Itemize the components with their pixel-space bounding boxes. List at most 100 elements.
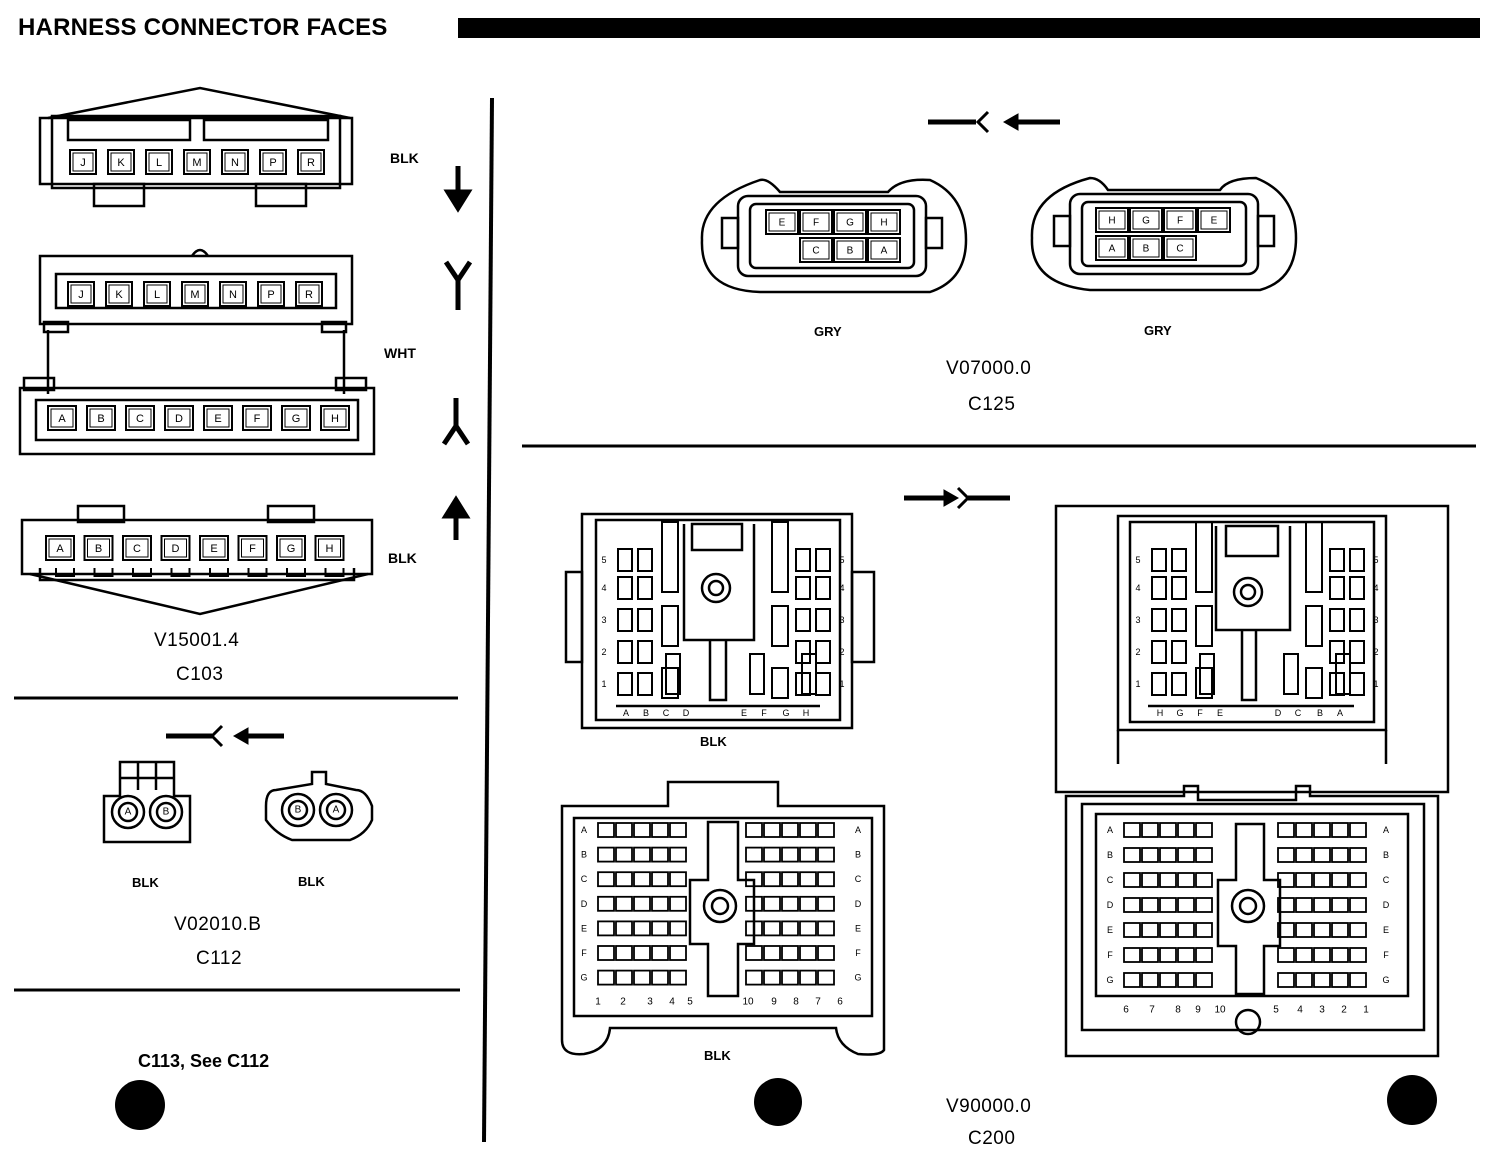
row-letter: E: [581, 923, 587, 933]
cavity: [617, 576, 633, 600]
pin-label: G: [846, 218, 854, 229]
cavity: [1151, 640, 1167, 664]
column-number: 7: [1149, 1005, 1155, 1016]
cavity: [1171, 672, 1187, 696]
row-letter: D: [855, 899, 862, 909]
cavity: [799, 945, 817, 961]
cavity: [633, 871, 651, 888]
cavity: [1151, 608, 1167, 632]
cavity: [815, 608, 831, 632]
row-letter: F: [1107, 950, 1113, 960]
cavity: [745, 920, 763, 937]
cavity: [1349, 897, 1367, 913]
cavity: [1349, 548, 1365, 572]
cavity: [1159, 972, 1177, 988]
row-number: 4: [1373, 583, 1378, 593]
pin-label: M: [192, 157, 201, 169]
cavity: [1177, 897, 1195, 913]
cavity: [615, 846, 633, 863]
column-letter: F: [761, 708, 767, 718]
cavity: [781, 871, 799, 888]
c125-pin: A: [867, 237, 901, 263]
cavity: [1277, 897, 1295, 913]
c125-right-connector: [1030, 176, 1298, 292]
cavity: [633, 895, 651, 912]
c125-ref: V07000.0: [946, 358, 1032, 379]
column-number: 2: [620, 997, 626, 1008]
cavity: [669, 945, 687, 961]
cavity: [1283, 653, 1299, 695]
cavity: [763, 945, 781, 961]
latch-tooth: [209, 568, 229, 577]
column-number: 4: [1297, 1005, 1303, 1016]
c103-pin: H: [314, 535, 345, 561]
cavity: [1123, 822, 1141, 838]
c103-pin: G: [281, 405, 311, 431]
c103-pin: K: [105, 281, 133, 307]
c103-pin: N: [219, 281, 247, 307]
cavity: [1195, 947, 1213, 963]
cavity-long: [1305, 521, 1323, 593]
column-number: 6: [837, 997, 843, 1008]
row-letter: G: [854, 973, 861, 983]
cavity-long: [1305, 605, 1323, 647]
cavity: [1295, 872, 1313, 888]
cavity: [1159, 922, 1177, 938]
row-number: 2: [1373, 647, 1378, 657]
cavity: [669, 969, 687, 986]
pin-label: C: [1176, 244, 1183, 255]
cavity: [1277, 822, 1295, 838]
cavity: [815, 548, 831, 572]
cavity: [749, 653, 765, 695]
cavity: [1177, 922, 1195, 938]
c200-left-large-connector: [560, 780, 886, 1056]
cavity: [1329, 548, 1345, 572]
row-letter: G: [1382, 975, 1389, 985]
latch-tooth: [324, 568, 345, 577]
latch-tooth: [170, 568, 191, 577]
column-number: 10: [742, 997, 754, 1008]
cavity: [633, 822, 651, 838]
cavity: [799, 822, 817, 838]
cavity: [633, 945, 651, 961]
cavity: [763, 822, 781, 838]
cavity: [597, 846, 615, 863]
cavity: [633, 846, 651, 863]
pin-label: E: [779, 218, 786, 229]
column-letter: D: [1275, 708, 1282, 718]
cavity: [745, 969, 763, 986]
cavity: [651, 822, 669, 838]
cavity: [1313, 847, 1331, 863]
c103-plug-symbol-bottom: [441, 398, 471, 446]
cavity: [651, 945, 669, 961]
pin-label: F: [249, 543, 256, 555]
cavity: [1171, 640, 1187, 664]
c103-plug-symbol-top: [443, 260, 473, 310]
cavity: [763, 969, 781, 986]
cavity: [615, 945, 633, 961]
c103-top-color: BLK: [390, 150, 419, 166]
c103-pin: K: [107, 149, 135, 175]
cavity: [651, 895, 669, 912]
pin-label: N: [231, 157, 239, 169]
row-letter: C: [855, 874, 862, 884]
c112-left-color: BLK: [132, 875, 159, 890]
cavity: [1349, 847, 1367, 863]
row-letter: B: [855, 850, 861, 860]
row-letter: F: [1383, 950, 1389, 960]
c125-left-connector: [700, 178, 968, 294]
pin-label: R: [305, 289, 313, 301]
cavity: [1159, 947, 1177, 963]
row-number: 1: [1135, 679, 1140, 689]
column-letter: C: [663, 708, 670, 718]
row-number: 3: [601, 615, 606, 625]
cavity: [817, 945, 835, 961]
cavity: [1349, 576, 1365, 600]
pin-label: H: [331, 413, 339, 425]
pin-label: J: [78, 289, 84, 301]
c103-name: C103: [176, 664, 224, 685]
